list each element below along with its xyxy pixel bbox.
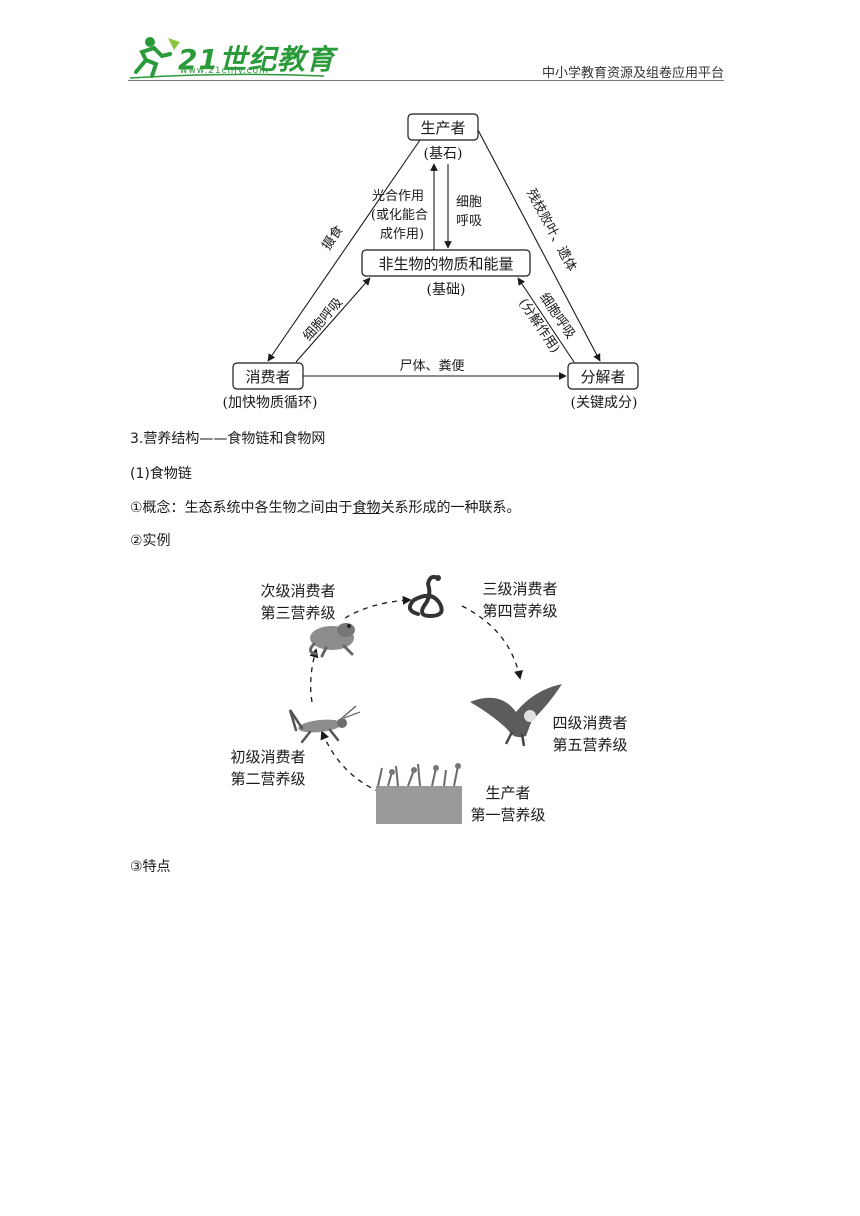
concept-underlined: 食物 (352, 500, 381, 516)
running-man-icon (134, 37, 180, 78)
feature-label: ③特点 (130, 859, 171, 875)
producer-label: 生产者 (420, 119, 465, 137)
arrow-producer-to-primary (320, 730, 381, 793)
decomposer-box (567, 362, 639, 390)
eagle-icon (470, 684, 562, 747)
consumer-label: 消费者 (245, 368, 290, 386)
corpse-label: 尸体、粪便 (399, 359, 464, 374)
photosynthesis-line-2: (或化能合 (371, 208, 428, 223)
logo-url: www.21cnjy.com (180, 66, 269, 76)
example-label: ②实例 (130, 533, 171, 549)
frog-icon (309, 623, 355, 658)
arrow-primary-to-secondary (309, 648, 319, 703)
producer-level-label: 第一营养级 (470, 806, 545, 824)
photosynthesis-line-3: 成作用) (380, 227, 424, 242)
concept-suffix: 关系形成的一种联系。 (380, 500, 521, 516)
quaternary-level-label: 第五营养级 (552, 736, 627, 754)
primary-level-label: 第二营养级 (230, 770, 305, 788)
section-title: 3.营养结构——食物链和食物网 (130, 431, 326, 447)
respiration-up-line-1: 细胞 (456, 195, 482, 210)
subtitle-food-chain: (1)食物链 (130, 466, 192, 482)
tertiary-consumer-label: 三级消费者 (482, 580, 557, 598)
concept-paragraph: ①概念：生态系统中各生物之间由于食物关系形成的一种联系。 (130, 497, 521, 517)
decomposer-label: 分解者 (580, 368, 625, 386)
header-divider (128, 80, 724, 81)
grasshopper-icon (288, 705, 361, 744)
producer-label: 生产者 (485, 784, 530, 802)
ecosystem-cycle-diagram: 生产者 (基石) 非生物的物质和能量 (基础) 消费者 (加快物质循环) 分解者… (223, 113, 639, 411)
abiotic-box (361, 249, 531, 277)
primary-consumer-label: 初级消费者 (230, 748, 305, 766)
site-name: 中小学教育资源及组卷应用平台 (541, 66, 724, 81)
ingestion-label: 摄食 (319, 223, 347, 254)
secondary-level-label: 第三营养级 (260, 604, 335, 622)
abiotic-label: 非生物的物质和能量 (378, 255, 513, 273)
arrow-tertiary-to-quaternary (461, 605, 523, 680)
ingestion-arrow (267, 139, 421, 362)
quaternary-consumer-label: 四级消费者 (552, 714, 627, 732)
concept-prefix: ①概念：生态系统中各生物之间由于 (130, 500, 353, 516)
decomposer-note: (关键成分) (571, 395, 638, 411)
photosynthesis-line-1: 光合作用 (372, 189, 424, 204)
secondary-consumer-label: 次级消费者 (260, 582, 335, 600)
respiration-up-line-2: 呼吸 (456, 214, 482, 229)
logo-text: 21世纪教育 (178, 43, 335, 76)
abiotic-note: (基础) (427, 281, 466, 298)
site-logo (129, 37, 325, 79)
producer-note: (基石) (424, 145, 463, 162)
grass-icon (376, 763, 462, 824)
producer-box (407, 113, 479, 141)
tertiary-level-label: 第四营养级 (482, 602, 557, 620)
arrow-secondary-to-tertiary (344, 595, 412, 619)
consumer-respiration-arrow (295, 277, 371, 363)
litter-arrow (477, 129, 601, 362)
consumer-note: (加快物质循环) (223, 395, 318, 411)
food-chain-diagram: 次级消费者 第三营养级 三级消费者 第四营养级 四级消费者 第五营养级 初级消费… (230, 574, 628, 824)
decomposer-respiration-arrow (517, 277, 575, 363)
snake-icon (407, 574, 444, 619)
consumer-respiration-label: 细胞呼吸 (301, 295, 346, 344)
